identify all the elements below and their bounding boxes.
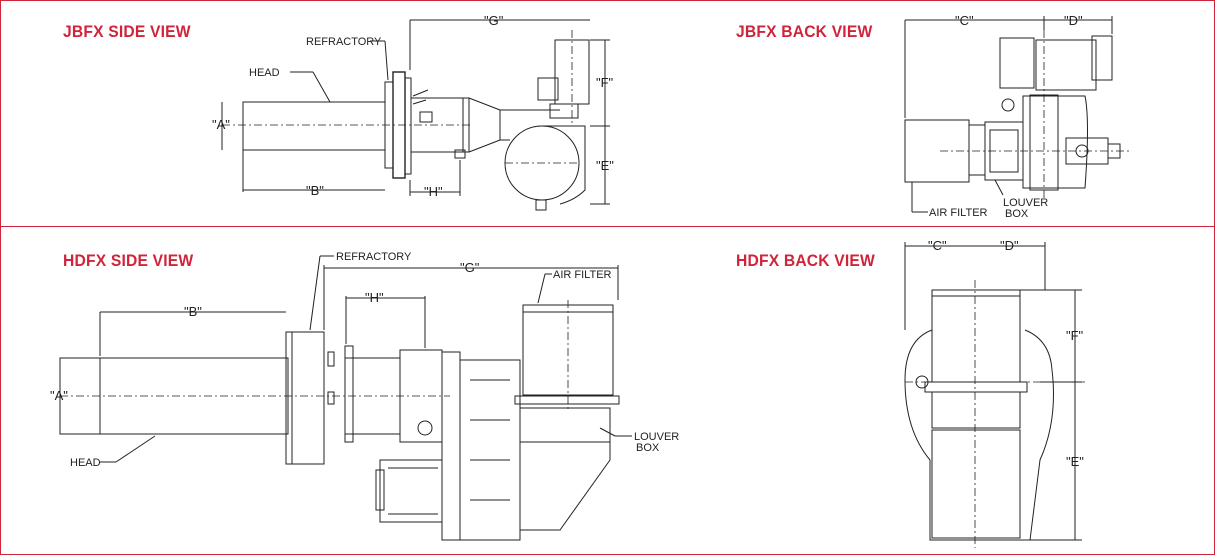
hdfx-air-filter bbox=[931, 289, 1021, 383]
jbfx-head bbox=[242, 101, 386, 151]
jbfx-dim-c: "C" bbox=[955, 13, 974, 28]
hdfx-head-label: HEAD bbox=[70, 457, 101, 469]
jbfx-dim-f: "F" bbox=[596, 75, 614, 90]
jbfx-refractory-label: REFRACTORY bbox=[306, 36, 382, 48]
hdfx-dim-h: "H" bbox=[365, 290, 384, 305]
hdfx-side-view-title: HDFX SIDE VIEW bbox=[63, 251, 194, 270]
jbfx-side-drawing bbox=[221, 19, 610, 211]
hdfx-dim-b: "B" bbox=[184, 304, 202, 319]
jbfx-back-view-title: JBFX BACK VIEW bbox=[736, 22, 873, 41]
jbfx-side-view-title: JBFX SIDE VIEW bbox=[63, 22, 191, 41]
jbfx-dim-h: "H" bbox=[424, 184, 443, 199]
section-divider bbox=[0, 226, 1214, 227]
hdfx-back-view-title: HDFX BACK VIEW bbox=[736, 251, 875, 270]
jbfx-dim-a: "A" bbox=[212, 117, 230, 132]
hdfx-louver-box bbox=[519, 407, 611, 443]
jbfx-dim-g: "G" bbox=[484, 13, 504, 28]
hdfx-dim-a: "A" bbox=[50, 388, 68, 403]
jbfx-air-filter-label: AIR FILTER bbox=[929, 207, 988, 219]
jbfx-head-label: HEAD bbox=[249, 67, 280, 79]
hdfx-side-drawing bbox=[59, 255, 632, 541]
hdfx-box-label: BOX bbox=[636, 442, 660, 454]
jbfx-dim-e: "E" bbox=[596, 158, 614, 173]
hdfx-louver-label: LOUVER bbox=[634, 431, 679, 443]
jbfx-dim-b: "B" bbox=[306, 183, 324, 198]
hdfx-dim-g: "G" bbox=[460, 260, 480, 275]
hdfx-dim-d: "D" bbox=[1000, 238, 1019, 253]
hdfx-refractory-label: REFRACTORY bbox=[336, 251, 412, 263]
hdfx-air-filter-label: AIR FILTER bbox=[553, 269, 612, 281]
hdfx-back-drawing bbox=[904, 242, 1085, 548]
hdfx-refractory bbox=[285, 331, 325, 465]
jbfx-box-label: BOX bbox=[1005, 208, 1029, 220]
jbfx-louver-label: LOUVER bbox=[1003, 197, 1048, 209]
jbfx-back-drawing bbox=[904, 16, 1130, 213]
hdfx-dim-f: "F" bbox=[1066, 328, 1084, 343]
hdfx-dim-e: "E" bbox=[1066, 454, 1084, 469]
jbfx-dim-d: "D" bbox=[1064, 13, 1083, 28]
hdfx-dim-c: "C" bbox=[928, 238, 947, 253]
